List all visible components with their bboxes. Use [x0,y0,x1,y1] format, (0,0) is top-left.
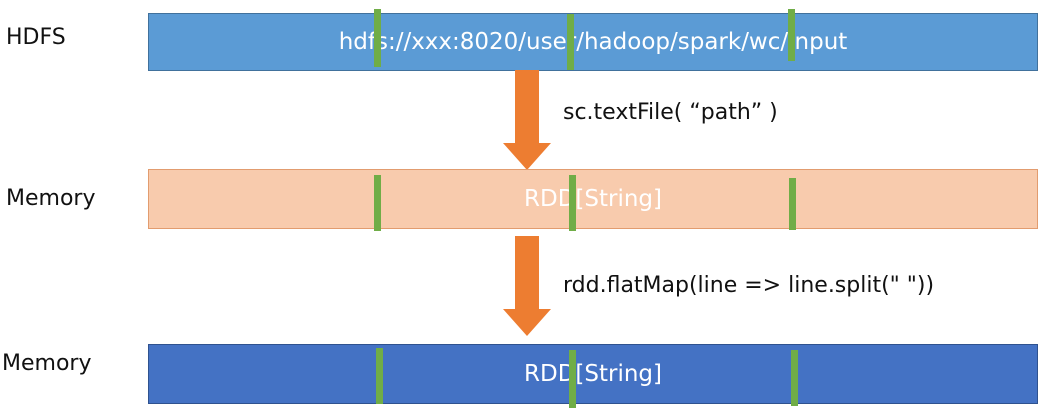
hdfs-path-text: hdfs://xxx:8020/user/hadoop/spark/wc/inp… [338,29,848,55]
partition-marker [791,350,798,406]
partition-marker [569,175,576,231]
hdfs-label: HDFS [6,25,66,50]
down-arrow-icon [503,236,551,336]
rdd-type-text-2: RDD[String] [524,361,662,387]
partition-marker [376,348,383,404]
partition-marker [567,14,574,70]
partition-marker [374,175,381,231]
down-arrow-icon [503,70,551,170]
flatmap-operation-label: rdd.flatMap(line => line.split(" ")) [563,273,935,298]
partition-marker [789,178,796,230]
memory-label-2: Memory [2,351,92,376]
hdfs-bar: hdfs://xxx:8020/user/hadoop/spark/wc/inp… [148,13,1038,71]
memory-label-1: Memory [6,186,96,211]
textfile-operation-label: sc.textFile( “path” ) [563,100,778,125]
partition-marker [569,350,576,408]
rdd-type-text-1: RDD[String] [524,186,662,212]
rdd-bar-2: RDD[String] [148,344,1038,404]
rdd-bar-1: RDD[String] [148,169,1038,229]
partition-marker [374,9,381,67]
partition-marker [788,9,795,61]
